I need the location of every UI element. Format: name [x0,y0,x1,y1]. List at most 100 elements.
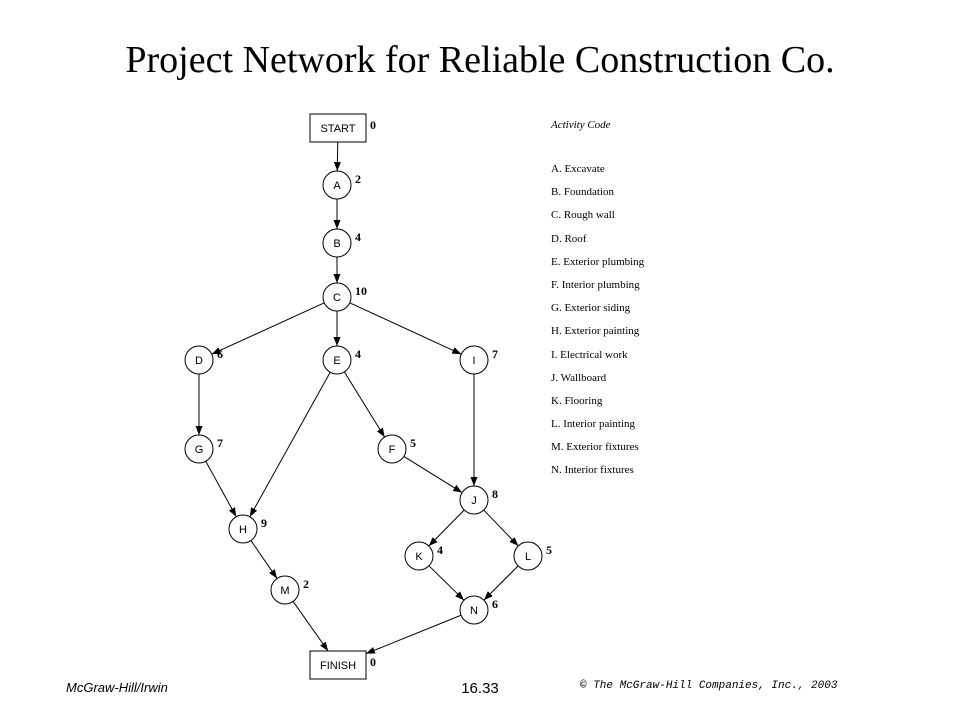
node-shape [459,485,489,515]
edges-layer [195,141,519,655]
edge-l-n [483,565,519,601]
node-label: L [525,551,531,563]
legend-item: M. Exterior fixtures [551,441,639,454]
node-shape [459,595,489,625]
node-duration: 2 [303,577,309,591]
node-label: D [195,355,203,367]
node-shape [404,541,434,571]
node-label: J [471,495,477,507]
node-label: M [280,585,289,597]
legend-item: J. Wallboard [551,371,607,384]
edge-n-finish [365,614,462,655]
node-duration: 7 [217,436,223,450]
legend-item: C. Rough wall [551,209,615,222]
node-duration: 4 [355,230,361,244]
node-shape [184,345,214,375]
legend-item: I. Electrical work [551,348,628,361]
footer-slide-number: 16.33 [461,680,499,697]
node-shape [322,170,352,200]
node-duration: 0 [370,655,376,669]
node-label: G [195,444,204,456]
node-label: FINISH [320,660,356,672]
node-duration: 5 [410,436,416,450]
legend-item: L. Interior painting [551,418,636,431]
edge-j-k [428,509,465,547]
node-label: I [472,355,475,367]
node-label: K [415,551,423,563]
activity-code-legend: Activity Code A. Excavate B. Foundation … [551,118,751,487]
footer-publisher: McGraw-Hill/Irwin [66,680,168,695]
edge-k-n [428,565,465,601]
node-duration: 4 [437,543,443,557]
node-duration: 6 [492,597,498,611]
node-label: B [333,238,340,250]
legend-item: H. Exterior painting [551,325,640,338]
node-shape [513,541,543,571]
node-shape [228,514,258,544]
node-shape [309,113,367,143]
node-duration: 2 [355,172,361,186]
node-duration: 0 [370,118,376,132]
edge-e-f [343,371,386,438]
node-shape [459,345,489,375]
node-shape [322,228,352,258]
legend-item: A. Excavate [551,163,605,175]
node-shape [270,575,300,605]
legend-item: N. Interior fixtures [551,464,634,477]
legend-item: G. Exterior siding [551,302,631,315]
legend-item: D. Roof [551,232,587,245]
node-label: H [239,524,247,536]
node-label: E [333,355,340,367]
legend-item: K. Flooring [551,394,603,407]
node-duration: 5 [546,543,552,557]
node-shape [322,282,352,312]
edge-f-j [403,455,463,494]
edge-start-a [333,141,341,172]
edge-c-d [211,302,325,355]
legend-item: F. Interior plumbing [551,278,640,291]
edge-h-m [250,540,278,579]
node-duration: 6 [217,347,223,361]
node-label: A [333,180,341,192]
edge-m-finish [292,601,329,652]
page-title: Project Network for Reliable Constructio… [125,39,835,81]
node-c: C 10 [322,282,367,312]
node-shape [377,434,407,464]
node-label: START [320,123,355,135]
node-duration: 10 [355,284,367,298]
edge-c-i [349,302,462,355]
node-label: C [333,292,341,304]
edge-g-h [205,461,237,517]
node-duration: 8 [492,487,498,501]
node-label: N [470,605,478,617]
node-duration: 7 [492,347,498,361]
legend-item: B. Foundation [551,186,614,199]
node-shape [322,345,352,375]
edge-j-l [483,509,519,547]
node-label: F [389,444,396,456]
node-shape [184,434,214,464]
legend-title: Activity Code [551,119,611,131]
node-finish: FINISH 0 [309,650,376,680]
footer-copyright: © The McGraw-Hill Companies, Inc., 2003 [580,680,838,692]
node-shape [309,650,367,680]
node-start: START 0 [309,113,376,143]
legend-item: E. Exterior plumbing [551,255,645,268]
node-duration: 9 [261,516,267,530]
edge-e-h [249,371,331,518]
